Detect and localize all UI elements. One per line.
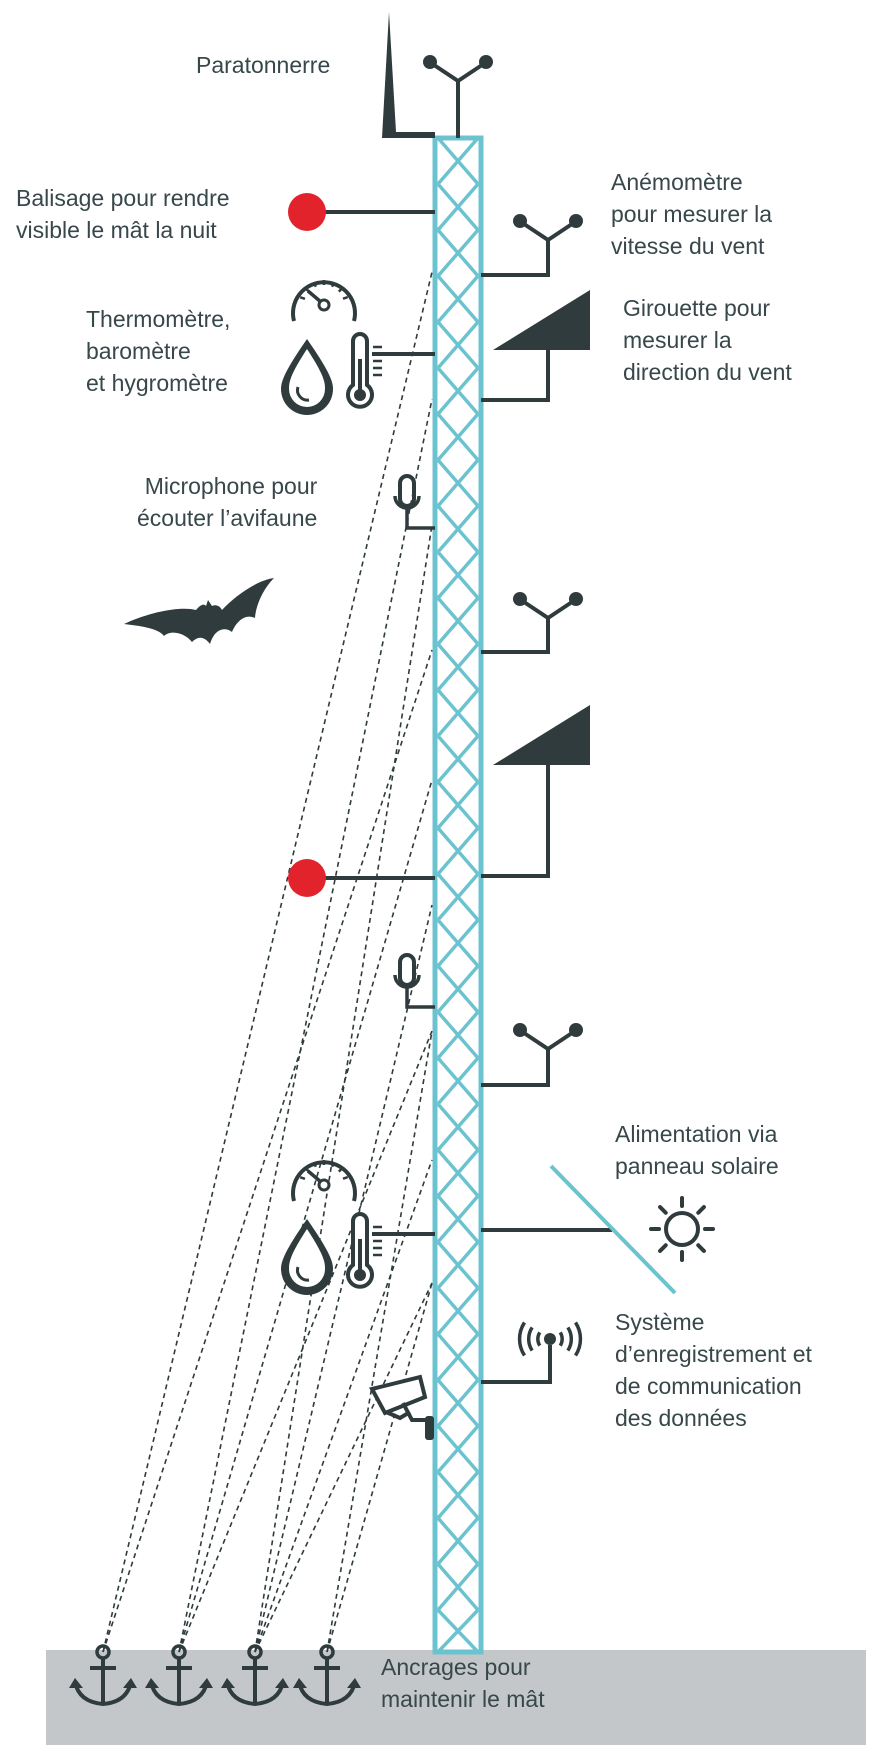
droplet-icon	[281, 339, 333, 415]
anchor-icon	[221, 1644, 289, 1707]
guy-wire	[326, 1030, 433, 1653]
ground	[46, 1650, 866, 1745]
anemometer-icon	[481, 214, 583, 277]
thermometer-icon	[346, 1212, 382, 1289]
label-thermometre: Thermomètre, baromètre et hygromètre	[86, 306, 231, 396]
label-balisage: Balisage pour rendre visible le mât la n…	[16, 185, 230, 243]
microphone-icon	[393, 953, 435, 1009]
thermometer-icon	[346, 332, 382, 409]
solar-panel-board	[549, 1164, 677, 1295]
microphone-icon	[393, 474, 435, 530]
sun-icon	[649, 1196, 715, 1262]
guy-wire	[254, 524, 433, 1653]
beacon-light-icon	[288, 193, 435, 231]
label-systeme: Système d’enregistrement et de communica…	[615, 1309, 812, 1431]
anemometer-icon	[423, 55, 493, 138]
label-paratonnerre: Paratonnerre	[196, 52, 331, 78]
label-microphone: Microphone pour écouter l’avifaune	[137, 473, 318, 531]
guy-wire	[326, 1282, 433, 1653]
droplet-icon	[281, 1219, 333, 1295]
guy-wire	[178, 398, 433, 1653]
anchor-icon	[145, 1644, 213, 1707]
guy-wires	[102, 271, 433, 1653]
wind-vane-icon	[481, 290, 590, 402]
anchor-icon	[293, 1644, 361, 1707]
wireless-signal-icon	[481, 1321, 583, 1384]
bat-icon	[124, 578, 274, 644]
wind-vane-icon	[481, 705, 590, 878]
label-ancrages: Ancrages pour maintenir le mât	[381, 1654, 545, 1712]
guy-wire	[178, 779, 433, 1653]
anemometer-icon	[481, 592, 583, 654]
mast-lattice	[436, 136, 480, 1654]
beacon-light-icon	[288, 859, 435, 897]
label-girouette: Girouette pour mesurer la direction du v…	[623, 295, 792, 385]
gauge-icon	[291, 1159, 357, 1202]
camera-icon	[369, 1374, 434, 1440]
label-anemometre: Anémomètre pour mesurer la vitesse du ve…	[611, 169, 773, 259]
mast	[432, 135, 484, 1655]
guy-wire	[254, 904, 433, 1653]
label-alimentation: Alimentation via panneau solaire	[615, 1121, 779, 1179]
guy-wire	[102, 271, 433, 1653]
solar-panel	[481, 1164, 677, 1295]
anemometer-icon	[481, 1023, 583, 1087]
anchor-icon	[69, 1644, 137, 1707]
gauge-icon	[291, 279, 357, 322]
guy-wire	[254, 1159, 433, 1653]
guy-wire	[178, 1030, 433, 1653]
lightning-rod-icon	[382, 12, 435, 138]
guy-wire	[102, 649, 433, 1653]
